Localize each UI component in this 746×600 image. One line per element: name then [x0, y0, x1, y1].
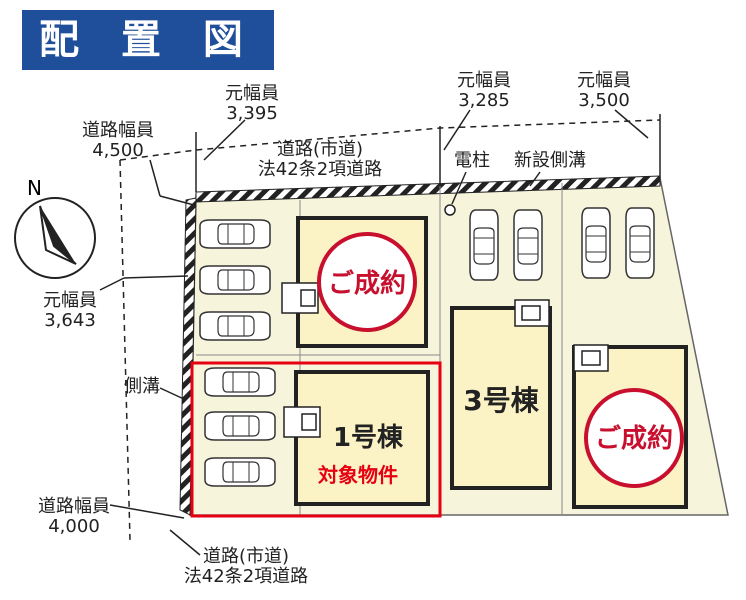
road-bottom-line2: 法42条2項道路: [184, 566, 308, 587]
compass: N: [14, 176, 96, 279]
sold-stamp-1: [317, 232, 417, 332]
sold-stamp-2: [584, 388, 684, 488]
utility-pole-label: 電柱: [454, 150, 490, 171]
compass-needle-fill: [40, 206, 76, 264]
leader-orig-width-2: [443, 109, 471, 151]
entrance-door-icon: [581, 350, 601, 366]
car-icon: [199, 219, 271, 249]
left-gutter-boundary: [179, 197, 197, 516]
leader-road-width-bottom: [109, 504, 185, 519]
orig-width-1-value: 3,395: [226, 103, 278, 124]
car-icon: [625, 207, 655, 279]
orig-width-2-label: 元幅員: [457, 70, 511, 91]
road-top-line1: 道路(市道): [277, 139, 363, 160]
orig-width-1-label: 元幅員: [225, 83, 279, 104]
car-icon: [199, 311, 271, 341]
orig-width-3-value: 3,500: [578, 90, 630, 111]
leader-road-width-top: [149, 159, 161, 197]
leader-road-bottom: [169, 529, 201, 556]
leader-road-width-top-2: [159, 195, 195, 206]
road-width-top-left-value: 4,500: [92, 140, 144, 161]
car-icon: [581, 207, 611, 279]
road-top-line2: 法42条2項道路: [258, 159, 382, 180]
car-icon: [204, 457, 276, 487]
leader-orig-width-4: [99, 277, 125, 291]
leader-new-gutter: [529, 171, 541, 187]
car-icon: [199, 265, 271, 295]
road-bottom-line1: 道路(市道): [203, 546, 289, 567]
orig-width-4-value: 3,643: [44, 310, 96, 331]
sold-stamp-1-label: ご成約: [328, 268, 406, 299]
leader-orig-width-1: [203, 119, 246, 161]
road-width-bottom-label: 道路幅員: [38, 496, 110, 517]
car-icon: [513, 209, 543, 281]
building-1: [294, 370, 430, 506]
leader-orig-width-4b: [123, 275, 189, 279]
orig-road-line-top: [119, 119, 661, 161]
entrance-door-icon: [300, 289, 316, 307]
car-icon: [204, 367, 276, 397]
new-gutter-label: 新設側溝: [514, 150, 586, 171]
leader-side-gutter: [159, 387, 187, 401]
sold-stamp-2-label: ご成約: [595, 423, 673, 454]
road-width-bottom-value: 4,000: [48, 516, 100, 537]
building-1-label: 1号棟: [333, 423, 404, 453]
target-property-label: 対象物件: [317, 463, 398, 487]
building-3-label: 3号棟: [463, 384, 539, 417]
orig-width-2-value: 3,285: [458, 90, 510, 111]
side-gutter-label: 側溝: [124, 376, 160, 397]
orig-width-3-label: 元幅員: [577, 70, 631, 91]
page-title: 配 置 図: [22, 10, 274, 70]
leader-orig-width-3: [614, 109, 649, 139]
leader-utility-pole: [451, 171, 467, 205]
road-width-top-left-label: 道路幅員: [82, 120, 154, 141]
building-3: [450, 306, 552, 490]
target-property-outline: [190, 361, 442, 518]
entrance-door-icon: [301, 413, 317, 431]
car-icon: [469, 209, 499, 281]
entrance-door-icon: [521, 305, 541, 321]
compass-north-label: N: [27, 176, 42, 200]
car-icon: [204, 411, 276, 441]
orig-road-line-left: [119, 159, 131, 541]
orig-width-4-label: 元幅員: [43, 290, 97, 311]
utility-pole-icon: [444, 204, 456, 216]
